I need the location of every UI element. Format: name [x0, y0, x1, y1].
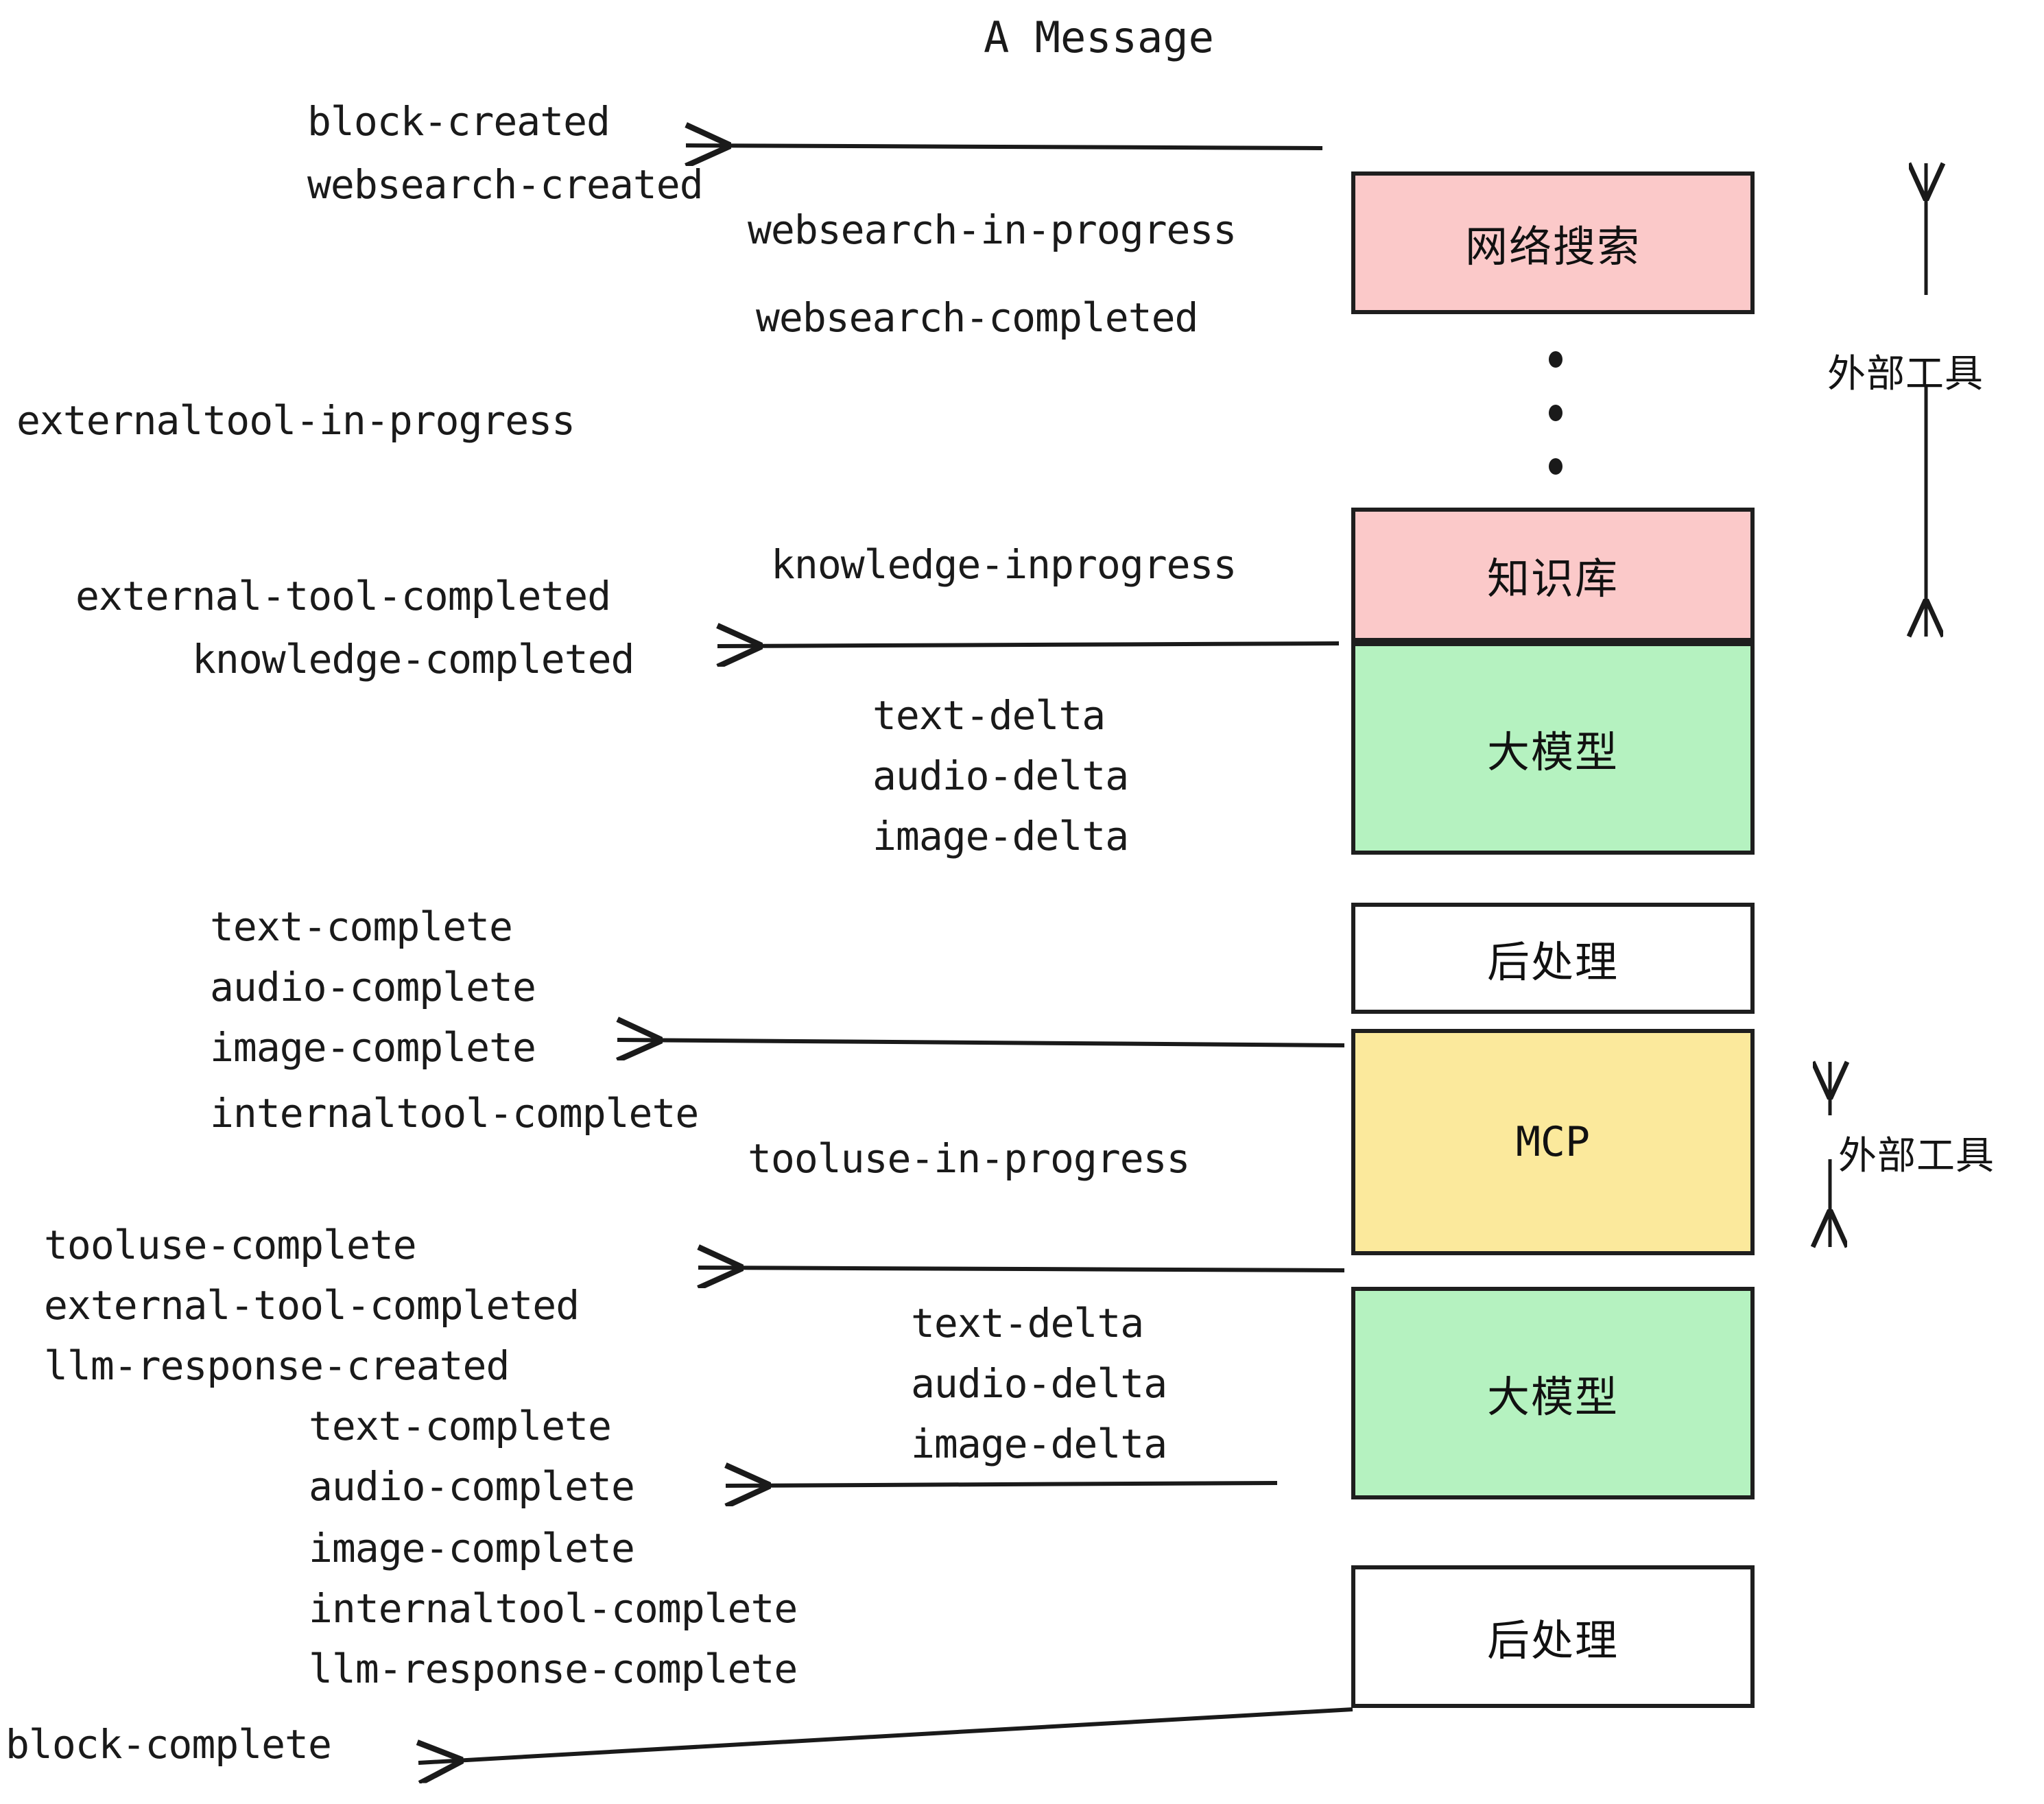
event-label-tooluse-in-progress: tooluse-in-progress — [748, 1135, 1190, 1182]
event-label-websearch-completed: websearch-completed — [756, 294, 1198, 341]
vertical-ellipsis-icon — [1549, 351, 1562, 475]
arrow-llm-to-image-complete — [617, 1040, 1345, 1045]
event-label-external-tool-completed-2: external-tool-completed — [44, 1282, 580, 1329]
event-label-external-tool-completed-1: external-tool-completed — [75, 573, 611, 619]
page-title: A Message — [984, 12, 1214, 62]
event-label-llm-response-created: llm-response-created — [44, 1342, 510, 1389]
node-knowledge: 知识库 — [1351, 508, 1755, 642]
event-label-tooluse-complete: tooluse-complete — [44, 1222, 417, 1268]
event-label-image-delta-1: image-delta — [872, 813, 1129, 859]
event-label-image-complete-1: image-complete — [210, 1024, 536, 1071]
event-label-text-complete-2: text-complete — [309, 1403, 612, 1449]
event-label-audio-delta-1: audio-delta — [872, 752, 1129, 799]
node-postproc-upper: 后处理 — [1351, 903, 1755, 1014]
event-label-text-complete-1: text-complete — [210, 903, 513, 950]
event-label-block-complete: block-complete — [5, 1721, 332, 1768]
event-label-knowledge-completed: knowledge-completed — [192, 636, 634, 683]
group-label-external-tools-bottom: 外部工具 — [1838, 1134, 1995, 1178]
event-label-llm-response-complete: llm-response-complete — [309, 1646, 798, 1692]
event-label-audio-complete-2: audio-complete — [309, 1463, 635, 1510]
node-websearch: 网络搜索 — [1351, 171, 1755, 314]
arrow-mcp-to-tooluse — [698, 1268, 1345, 1270]
event-label-internaltool-complete-2: internaltool-complete — [309, 1585, 798, 1632]
group-label-external-tools-top: 外部工具 — [1827, 352, 1984, 396]
arrow-llm2-to-audio — [726, 1483, 1278, 1486]
event-label-audio-complete-1: audio-complete — [210, 964, 536, 1010]
event-label-websearch-created: websearch-created — [307, 161, 704, 208]
arrow-postproc-to-block — [418, 1707, 1353, 1763]
event-label-audio-delta-2: audio-delta — [911, 1360, 1167, 1407]
event-label-internaltool-complete-1: internaltool-complete — [210, 1090, 699, 1137]
node-llm-upper: 大模型 — [1351, 642, 1755, 855]
node-llm-lower: 大模型 — [1351, 1287, 1755, 1499]
event-label-text-delta-2: text-delta — [911, 1300, 1144, 1346]
event-label-knowledge-inprogress: knowledge-inprogress — [771, 541, 1237, 588]
arrow-websearch-to-block — [686, 145, 1323, 148]
node-mcp: MCP — [1351, 1029, 1755, 1255]
event-label-image-delta-2: image-delta — [911, 1421, 1167, 1467]
event-label-websearch-in-progress: websearch-in-progress — [748, 206, 1237, 253]
arrow-knowledge-to-completed — [717, 643, 1340, 646]
event-label-image-complete-2: image-complete — [309, 1525, 635, 1571]
event-label-block-created: block-created — [307, 98, 610, 145]
node-postproc-lower: 后处理 — [1351, 1565, 1755, 1708]
event-label-text-delta-1: text-delta — [872, 692, 1106, 739]
event-label-externaltool-in-progress: externaltool-in-progress — [16, 397, 575, 444]
